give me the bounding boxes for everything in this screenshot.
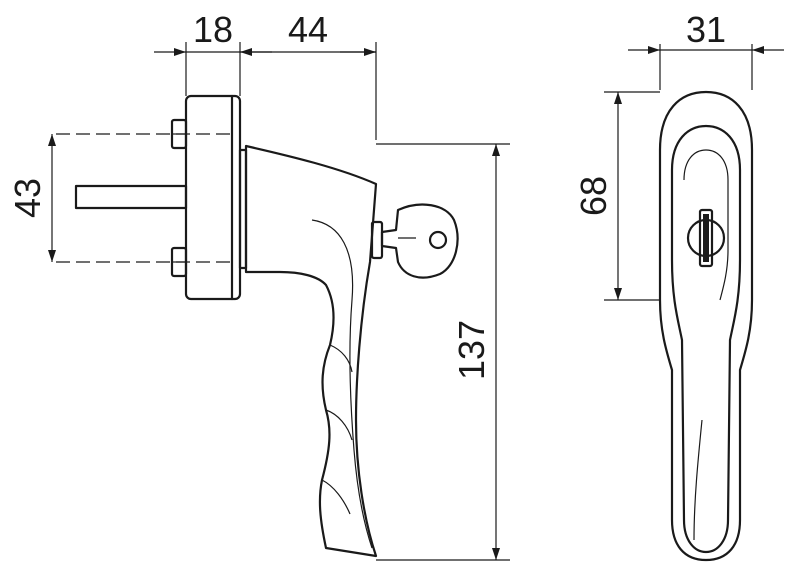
dim-rosette-height: 68 <box>573 176 614 216</box>
side-view <box>56 94 459 558</box>
spindle <box>74 184 188 210</box>
dim-mount-depth: 18 <box>193 9 233 50</box>
dim-handle-offset: 44 <box>288 9 328 50</box>
dim-width: 31 <box>686 9 726 50</box>
key-hole <box>428 230 448 250</box>
front-key-slot <box>703 214 709 262</box>
grip-contour <box>311 219 373 549</box>
handle-body <box>244 144 378 558</box>
dim-spindle-spacing: 43 <box>7 178 48 218</box>
dim-overall-length: 137 <box>451 320 492 380</box>
front-view <box>658 90 754 562</box>
key <box>380 203 459 279</box>
front-rosette <box>658 90 754 562</box>
front-handle <box>670 124 742 554</box>
dimension-lines <box>48 42 784 561</box>
